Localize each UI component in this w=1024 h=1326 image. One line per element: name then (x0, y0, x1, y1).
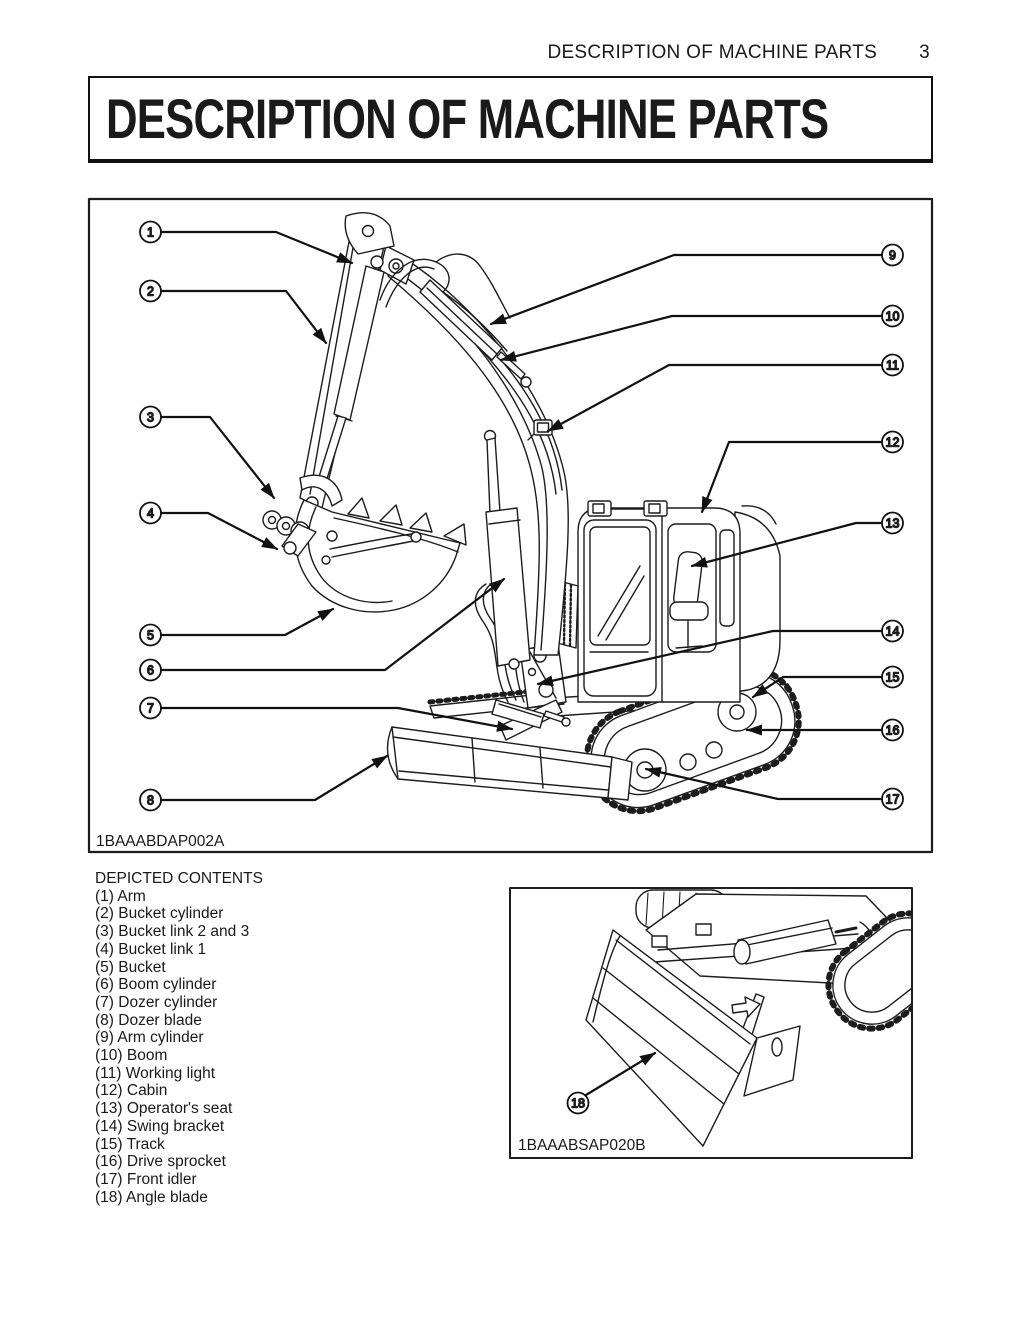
callout-number: 6 (147, 664, 154, 678)
contents-item: (17) Front idler (95, 1170, 197, 1188)
callout-18: 18 (566, 1051, 657, 1115)
contents-item: (10) Boom (95, 1047, 168, 1065)
contents-item: (15) Track (95, 1135, 165, 1153)
contents-item: (8) Dozer blade (95, 1011, 202, 1029)
angle-figure-caption: 1BAAABSAP020B (518, 1137, 646, 1154)
callout-number: 14 (886, 625, 900, 639)
excavator-illustration (262, 212, 802, 815)
callout-number: 2 (147, 285, 154, 299)
callout-13: 13 (690, 511, 904, 568)
callout-2: 2 (139, 279, 328, 345)
contents-item: (16) Drive sprocket (95, 1153, 226, 1171)
road-wheel (705, 741, 723, 759)
contents-item: (11) Working light (95, 1064, 216, 1082)
callout-number: 12 (886, 436, 900, 450)
contents-item: (2) Bucket cylinder (95, 905, 224, 923)
bucket-links (262, 474, 343, 557)
callout-number: 3 (147, 411, 154, 425)
contents-item: (18) Angle blade (95, 1188, 208, 1206)
callout-8: 8 (139, 754, 389, 812)
page-title: DESCRIPTION OF MACHINE PARTS (106, 87, 829, 150)
dozer-blade (386, 726, 633, 801)
angle-figure: 18 1BAAABSAP020B (509, 887, 913, 1159)
callout-4: 4 (139, 501, 279, 551)
depicted-contents: DEPICTED CONTENTS (1) Arm(2) Bucket cyli… (95, 870, 263, 1206)
callout-9: 9 (489, 243, 904, 326)
callout-number: 7 (147, 702, 154, 716)
callout-number: 18 (571, 1097, 585, 1111)
callout-5: 5 (139, 607, 335, 647)
callout-number: 16 (886, 724, 900, 738)
arm-cylinder (379, 253, 532, 388)
door-window (667, 523, 717, 653)
blade-bracket (743, 1025, 801, 1097)
callout-number: 13 (886, 517, 900, 531)
contents-item: (13) Operator's seat (95, 1100, 233, 1118)
callout-7: 7 (139, 696, 514, 732)
callout-number: 11 (886, 359, 899, 373)
dozer-cylinder (491, 699, 571, 741)
running-header: DESCRIPTION OF MACHINE PARTS 3 (0, 42, 930, 64)
roof-light (587, 500, 612, 517)
running-header-title: DESCRIPTION OF MACHINE PARTS (547, 42, 878, 63)
callout-17: 17 (644, 766, 904, 811)
callout-number: 8 (147, 794, 154, 808)
road-wheel (679, 753, 697, 771)
contents-item: (3) Bucket link 2 and 3 (95, 923, 250, 941)
contents-item: (5) Bucket (95, 958, 166, 976)
callout-number: 9 (889, 249, 896, 263)
callout-number: 17 (886, 793, 900, 807)
callout-16: 16 (745, 718, 904, 742)
callout-10: 10 (499, 304, 904, 362)
contents-item: (9) Arm cylinder (95, 1029, 204, 1047)
angle-blade (585, 929, 801, 1147)
contents-list: (1) Arm(2) Bucket cylinder(3) Bucket lin… (95, 888, 263, 1207)
title-banner: DESCRIPTION OF MACHINE PARTS (88, 76, 933, 163)
contents-heading: DEPICTED CONTENTS (95, 870, 263, 887)
callout-14: 14 (536, 619, 904, 687)
angle-direction-arrow (731, 996, 761, 1018)
contents-item: (6) Boom cylinder (95, 976, 217, 994)
callout-11: 11 (546, 353, 904, 433)
angle-figure-callouts: 18 (566, 1051, 657, 1115)
callout-3: 3 (139, 405, 276, 500)
handrail (741, 505, 777, 525)
roof-light (643, 500, 668, 517)
cabin (577, 500, 741, 703)
callout-number: 1 (147, 226, 154, 240)
front-window (589, 526, 651, 646)
contents-item: (14) Swing bracket (95, 1117, 225, 1135)
callout-number: 5 (147, 629, 154, 643)
boom-cylinder (483, 429, 531, 670)
contents-item: (1) Arm (95, 887, 146, 905)
contents-item: (4) Bucket link 1 (95, 940, 207, 958)
cabin-door (583, 519, 657, 697)
contents-item: (12) Cabin (95, 1082, 168, 1100)
angle-blade-illustration (585, 889, 911, 1147)
callout-15: 15 (751, 665, 904, 699)
page-number: 3 (919, 42, 930, 63)
callout-number: 10 (886, 310, 900, 324)
callout-number: 4 (147, 507, 154, 521)
contents-item: (7) Dozer cylinder (95, 993, 218, 1011)
callout-6: 6 (139, 577, 506, 682)
main-figure-caption: 1BAAABDAP002A (96, 833, 225, 850)
callout-number: 15 (886, 671, 900, 685)
callout-1: 1 (139, 220, 354, 265)
rear-window (719, 529, 735, 627)
bucket-teeth (347, 497, 467, 546)
callout-12: 12 (700, 430, 904, 514)
bucket (294, 497, 467, 613)
track-right (825, 910, 911, 1032)
blade-lift-cylinder (733, 919, 874, 971)
